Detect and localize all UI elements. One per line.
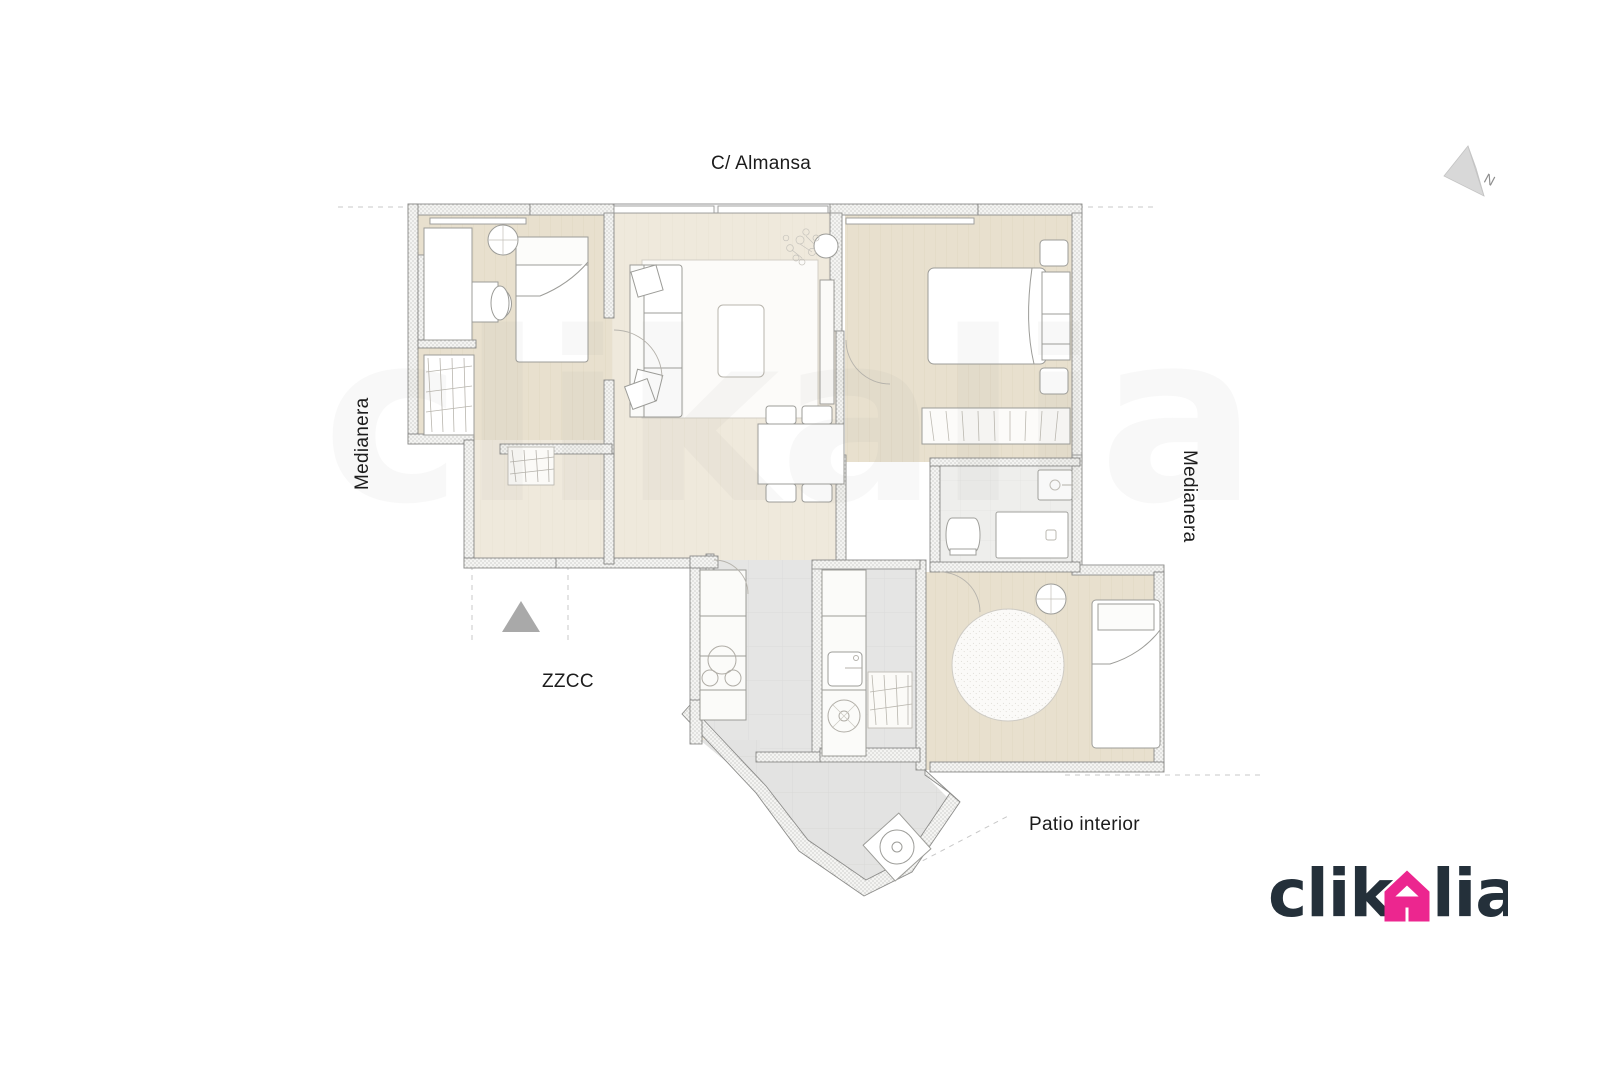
watermark: clikalia [323,283,1258,556]
windows [429,205,975,225]
north-compass-icon [1443,145,1485,197]
walls [407,203,1165,897]
bathroom-fixtures [945,469,1073,559]
street-label-top: C/ Almansa [711,153,812,174]
party-wall-label-right: Medianera [1179,450,1200,543]
interior-courtyard-label: Patio interior [1029,814,1140,835]
clikalia-logo: clik lia [1268,855,1520,932]
bedroom-rear-furniture [951,583,1161,749]
kitchen-fixtures [699,569,913,757]
entry-triangle-marker [502,601,540,632]
party-wall-label-left: Medianera [352,397,373,490]
logo-text-part-2: lia [1432,860,1508,932]
logo-text-part-1: clik [1268,860,1395,932]
door-swings [613,329,981,613]
logo-svg: clik lia [1268,855,1520,932]
svg-text:clikalia: clikalia [323,283,1258,556]
terrace-drain [862,812,932,882]
bedroom-front-left-furniture [423,224,589,486]
bedroom-front-right-furniture [921,239,1071,445]
logo-house-icon [1384,870,1430,922]
common-areas-label: ZZCC [542,671,594,692]
living-room-furniture [623,228,845,503]
